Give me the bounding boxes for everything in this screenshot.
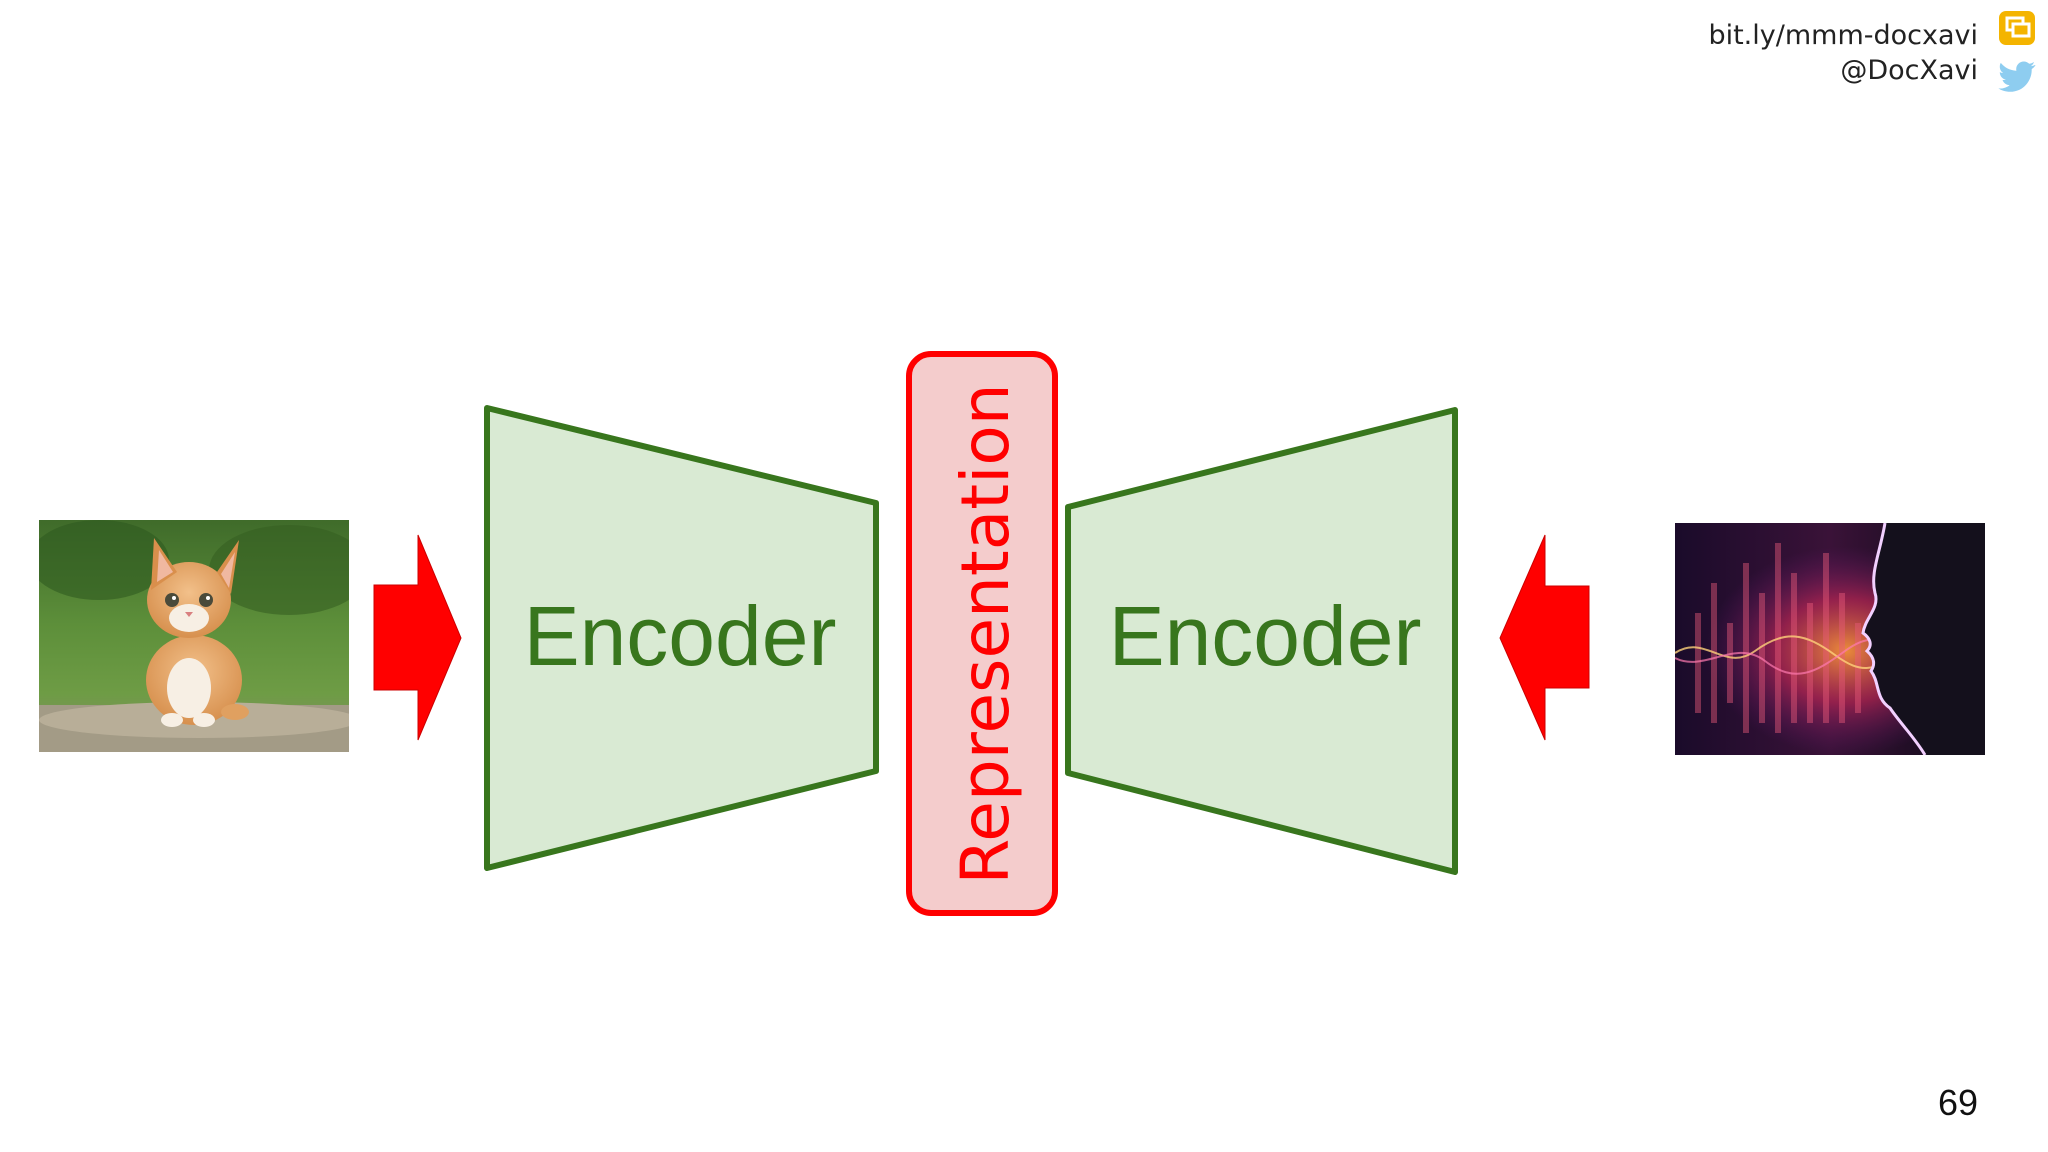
right-encoder-shape — [1065, 407, 1458, 875]
representation-label: Representation — [947, 383, 1024, 884]
page-number: 69 — [1937, 1082, 1978, 1123]
slides-icon — [1999, 11, 2035, 45]
right-encoder-label: Encoder — [1109, 589, 1422, 683]
header: bit.ly/mmm-docxavi @DocXavi — [1708, 18, 1978, 88]
voice-waveform-photo — [1675, 523, 1985, 755]
header-link[interactable]: bit.ly/mmm-docxavi — [1708, 20, 1978, 51]
left-encoder-shape — [484, 405, 879, 871]
header-handle[interactable]: @DocXavi — [1840, 55, 1978, 86]
cat-photo — [39, 520, 349, 752]
right-input-arrow — [1499, 534, 1590, 741]
representation-box — [906, 351, 1058, 916]
left-input-arrow — [373, 534, 462, 741]
left-encoder-label: Encoder — [524, 589, 837, 683]
twitter-icon — [1998, 61, 2036, 92]
